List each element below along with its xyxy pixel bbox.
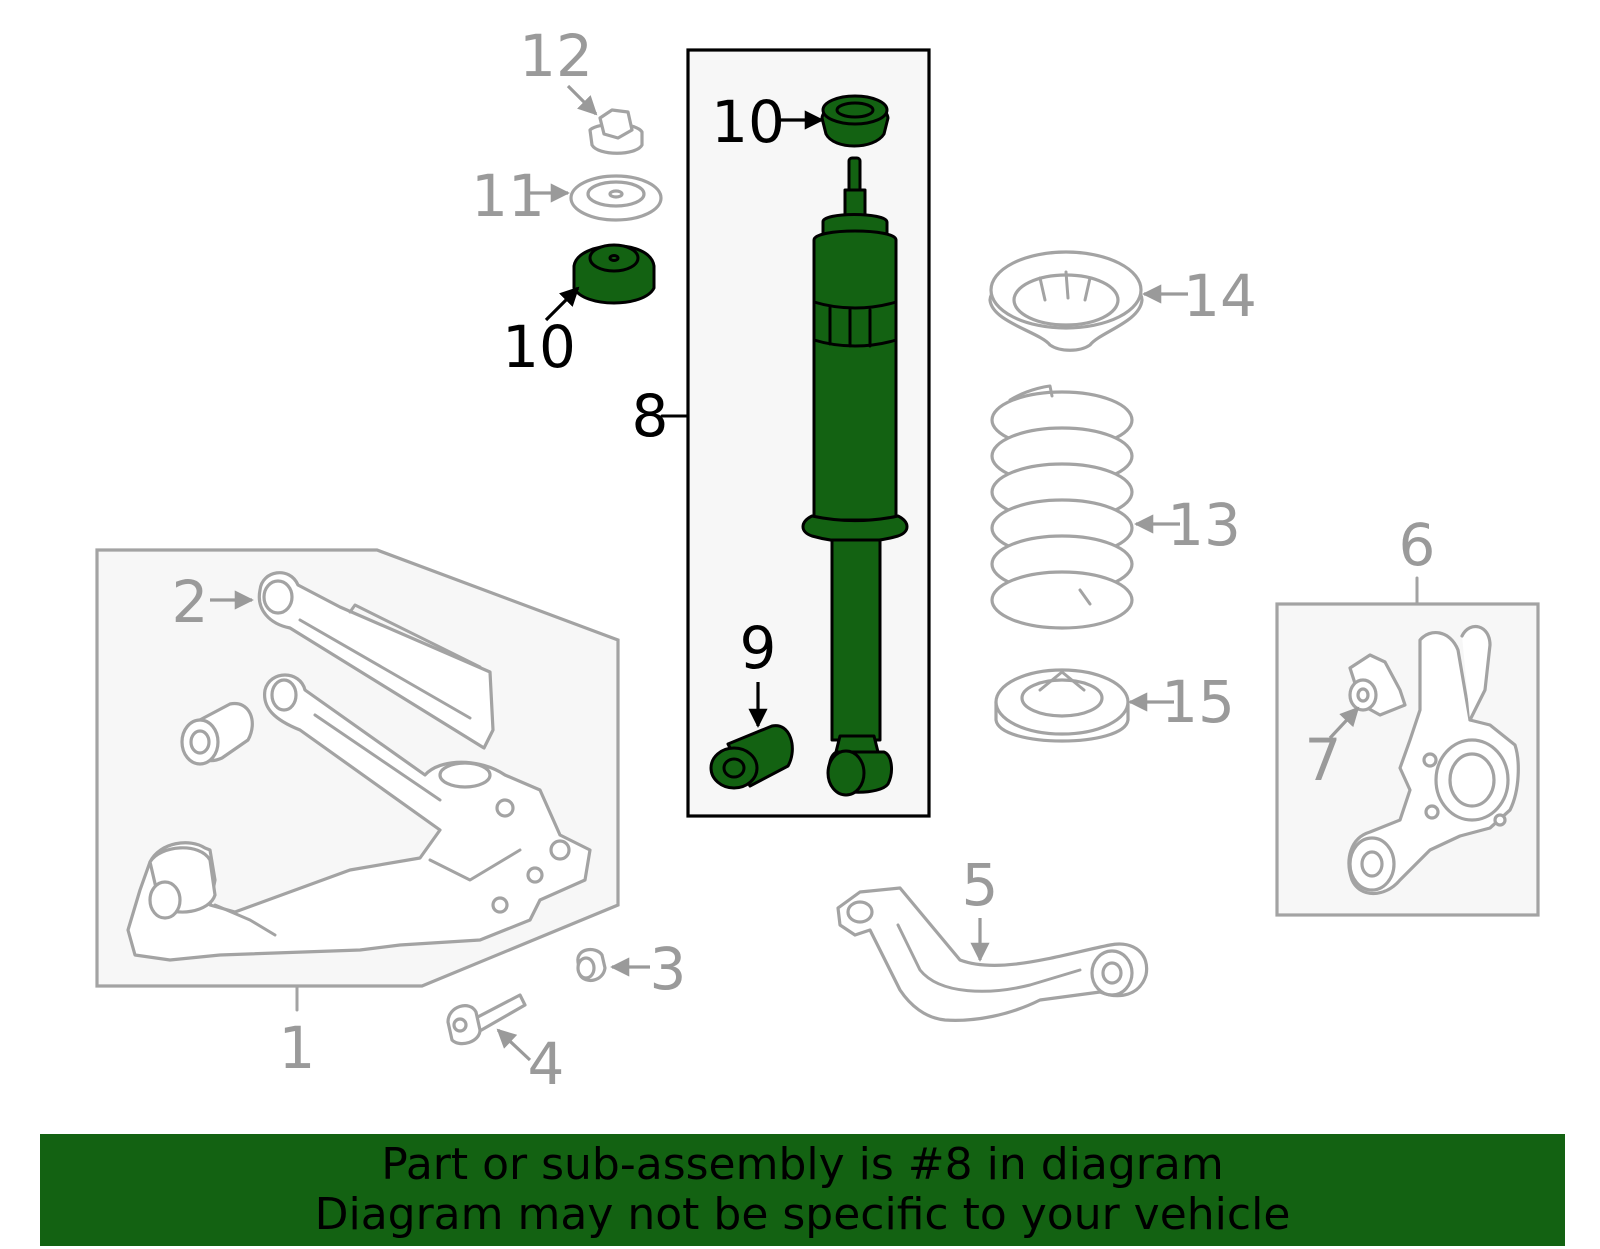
callout-4: 4: [528, 1030, 565, 1098]
shock-absorber-part[interactable]: [801, 156, 909, 797]
callout-9: 9: [740, 614, 777, 682]
callout-13: 13: [1167, 491, 1241, 559]
upper-mount-part-left[interactable]: [572, 243, 656, 305]
banner-line-1: Part or sub-assembly is #8 in diagram: [381, 1139, 1224, 1190]
callout-14: 14: [1183, 262, 1257, 330]
lower-bushing-part[interactable]: [709, 724, 794, 790]
callout-12: 12: [519, 22, 593, 90]
callout-12-arrow: [566, 84, 598, 116]
callout-10-right: 10: [711, 88, 785, 156]
top-nut-part[interactable]: [588, 108, 644, 155]
callout-6: 6: [1399, 511, 1436, 579]
nut-part[interactable]: [576, 947, 607, 983]
upper-mount-part-right[interactable]: [820, 94, 890, 148]
spring-seat-bottom-part[interactable]: [994, 668, 1130, 743]
callout-7-arrow: [1328, 706, 1360, 740]
callout-10-left: 10: [502, 313, 576, 381]
callout-10-left-arrow: [544, 286, 580, 322]
lower-control-arm-part[interactable]: [126, 673, 592, 962]
coil-spring-part[interactable]: [990, 384, 1134, 630]
callout-11: 11: [471, 162, 545, 230]
spring-seat-top-part[interactable]: [988, 250, 1144, 352]
arm-bushing-part[interactable]: [180, 701, 254, 766]
steering-knuckle-part[interactable]: [1347, 624, 1520, 895]
callout-4-arrow: [496, 1028, 532, 1062]
callout-3: 3: [650, 935, 687, 1003]
lateral-arm-part[interactable]: [836, 886, 1149, 1022]
washer-part[interactable]: [569, 174, 663, 222]
callout-8: 8: [632, 382, 669, 450]
callout-15: 15: [1161, 668, 1235, 736]
knuckle-bushing-part[interactable]: [1348, 653, 1407, 717]
callout-1: 1: [279, 1014, 316, 1082]
callout-2: 2: [172, 568, 209, 636]
bolt-part[interactable]: [446, 993, 527, 1046]
callout-5: 5: [962, 851, 999, 919]
upper-arm-part[interactable]: [257, 571, 495, 750]
callout-7: 7: [1305, 726, 1342, 794]
info-banner: Part or sub-assembly is #8 in diagram Di…: [40, 1134, 1565, 1246]
banner-line-2: Diagram may not be specific to your vehi…: [314, 1189, 1291, 1240]
